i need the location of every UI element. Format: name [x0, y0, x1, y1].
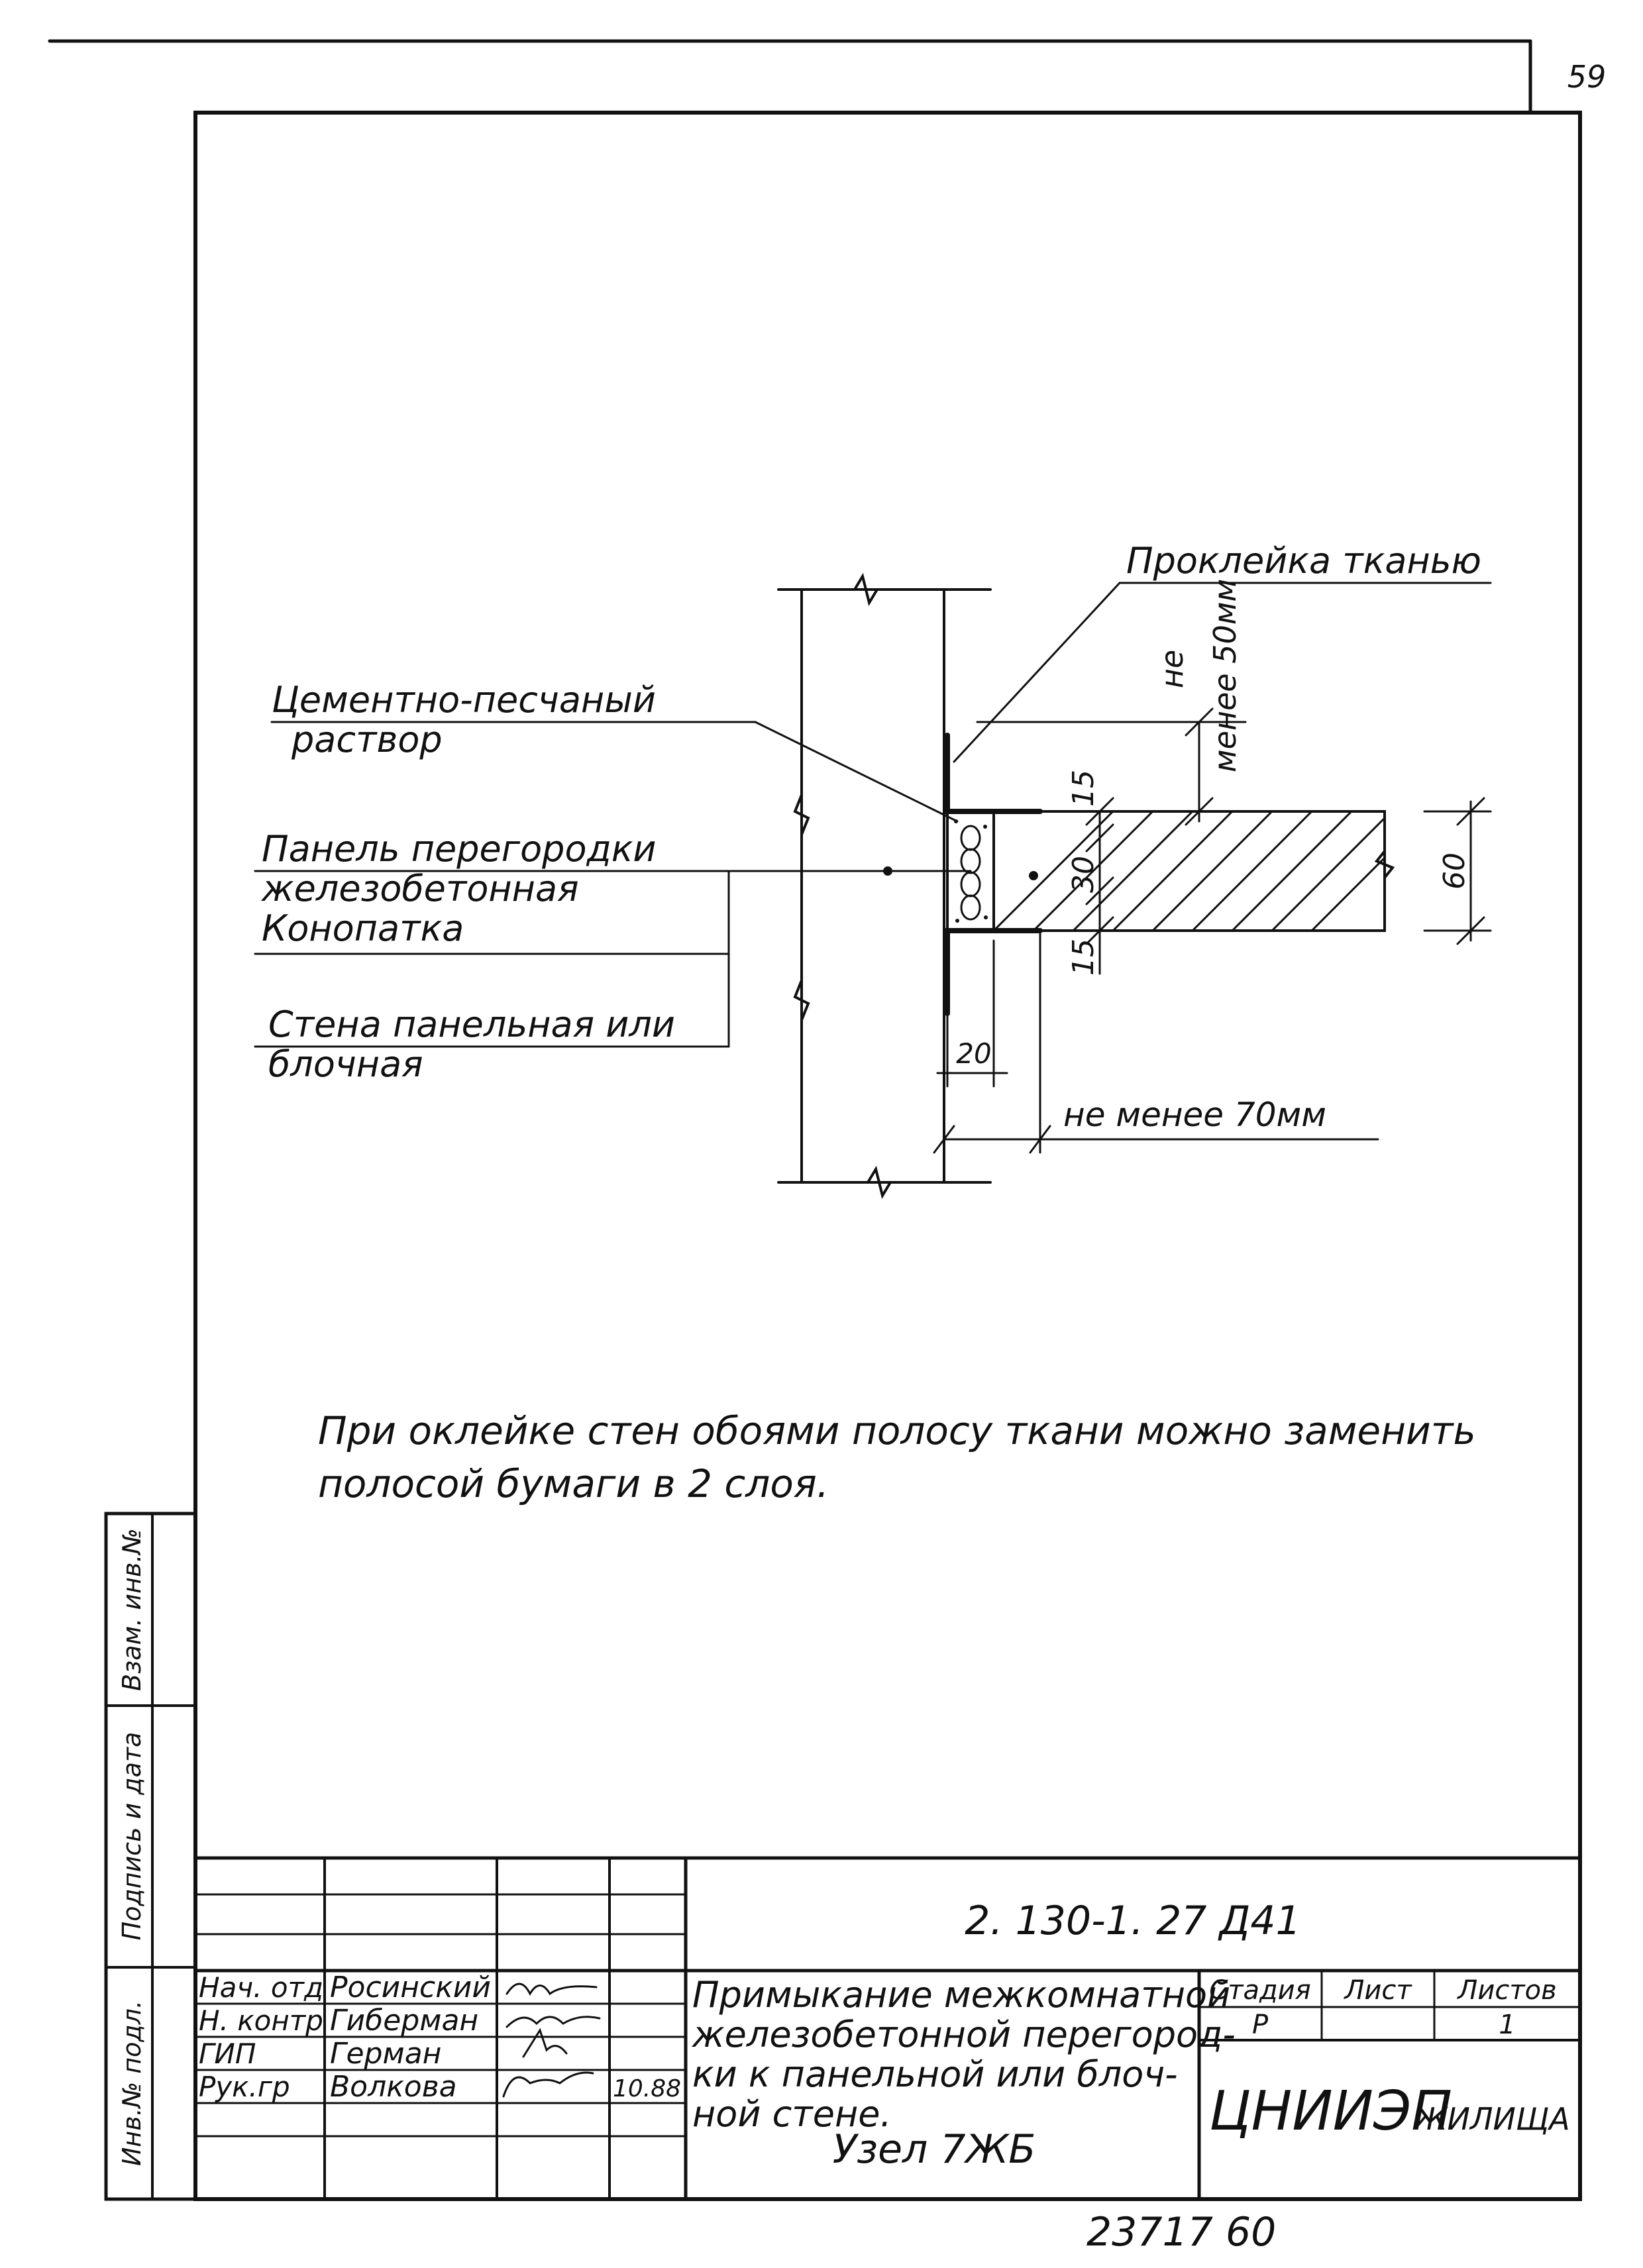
signature-4	[502, 2071, 594, 2098]
panel-hatching	[994, 811, 1385, 931]
doc-code: 2. 130-1. 27 Д41	[965, 1898, 1300, 1944]
node-label: Узел 7ЖБ	[833, 2126, 1036, 2173]
dim-20: 20	[956, 1037, 991, 1070]
wall-label-2: блочная	[268, 1043, 423, 1085]
note-line-1: При оклейке стен обоями полосу ткани мож…	[318, 1408, 1476, 1453]
note: При оклейке стен обоями полосу ткани мож…	[318, 1408, 1476, 1506]
title-line-4: ной стене.	[692, 2093, 892, 2135]
name-3: Герман	[330, 2037, 441, 2071]
title-line-1: Примыкание межкомнатной	[692, 1974, 1230, 2016]
date-4: 10.88	[613, 2075, 681, 2102]
panel-label-2: железобетонная	[260, 868, 579, 909]
mortar-label-1: Цементно-песчаный	[272, 679, 656, 721]
mortar-label-2: раствор	[291, 719, 443, 760]
page-number: 59	[1567, 59, 1607, 95]
caulk-label: Конопатка	[262, 907, 464, 949]
sheets-header: Листов	[1456, 1975, 1556, 2006]
stage-value: Р	[1252, 2010, 1269, 2040]
org-sub: ЖИЛИЩА	[1412, 2101, 1570, 2137]
page-number-box: 59	[1528, 39, 1607, 115]
signature-1	[505, 1983, 598, 1996]
min50-line2: менее 50мм	[1207, 579, 1243, 772]
dim-30: 30	[1067, 856, 1100, 893]
cloth-tape-label: Проклейка тканью	[1126, 540, 1481, 582]
main-frame	[193, 111, 1582, 2201]
note-line-2: полосой бумаги в 2 слоя.	[318, 1461, 829, 1506]
archive-number: 23717 60	[1086, 2209, 1276, 2255]
org-main: ЦНИИЭП	[1209, 2080, 1452, 2143]
callouts: Проклейка тканью Цементно-песчаный раств…	[254, 540, 1492, 1085]
panel-label-1: Панель перегородки	[262, 828, 657, 870]
role-2: Н. контр	[199, 2004, 323, 2037]
role-1: Нач. отд	[199, 1971, 323, 2004]
sheets-value: 1	[1499, 2010, 1515, 2040]
joint-detail: 15 30 15 60 20 не менее 70мм не менее 50…	[777, 572, 1492, 1200]
caulk-ovals	[954, 819, 988, 923]
sheet-header: Лист	[1343, 1975, 1412, 2006]
cloth-tape-top	[945, 733, 1043, 814]
signature-2	[505, 2016, 601, 2028]
min70-label: не менее 70мм	[1063, 1096, 1326, 1134]
title-block: 2. 130-1. 27 Д41 Нач. отд Росинский Н. к…	[193, 1856, 1582, 2201]
swap-inv-label: Взам. инв.№	[117, 1528, 146, 1691]
dim-15-top: 15	[1067, 770, 1100, 807]
name-2: Гиберман	[330, 2004, 478, 2037]
min50-line1: не	[1154, 650, 1190, 688]
name-4: Волкова	[330, 2070, 457, 2104]
role-4: Рук.гр	[199, 2071, 290, 2103]
role-3: ГИП	[199, 2037, 256, 2070]
name-1: Росинский	[330, 1971, 491, 2004]
title-line-3: ки к панельной или блоч-	[692, 2053, 1178, 2095]
wall-label-1: Стена панельная или	[268, 1004, 675, 1045]
sign-date-label: Подпись и дата	[117, 1732, 146, 1941]
title-line-2: железобетонной перегород-	[691, 2014, 1236, 2055]
cloth-tape-bottom	[945, 928, 1043, 1016]
dim-15-bottom: 15	[1067, 939, 1100, 976]
signature-3	[522, 2028, 568, 2058]
dim-60: 60	[1438, 852, 1471, 890]
inv-orig-label: Инв.№ подл.	[117, 2000, 146, 2166]
stage-header: Стадия	[1209, 1975, 1310, 2006]
side-stamp: Взам. инв.№ Подпись и дата Инв.№ подл.	[104, 1512, 197, 2201]
